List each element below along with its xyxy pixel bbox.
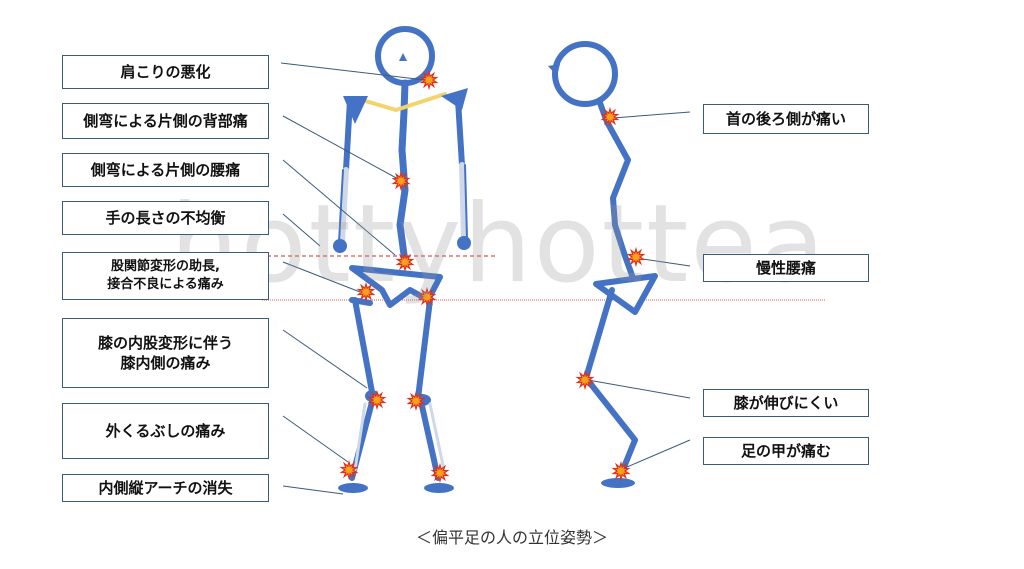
label-arch-loss: 内側縦アーチの消失 (62, 474, 269, 502)
label-ankle-pain: 外くるぶしの痛み (62, 403, 269, 459)
leader-chronic-back-pain (635, 257, 691, 267)
leader-ankle-pain (282, 415, 349, 463)
front-left-forearm (339, 167, 349, 245)
left-knee-pain-marker (367, 389, 387, 411)
side-instep-pain-marker (611, 460, 631, 482)
side-shin (583, 375, 638, 475)
front-left-foot (338, 483, 368, 493)
front-left-shin-inner (353, 402, 367, 472)
front-left-hand (333, 239, 347, 253)
label-scoliosis-lumbar-pain: 側弯による片側の腰痛 (62, 153, 269, 187)
front-pelvis (349, 265, 443, 308)
leader-shoulder-stiffness (280, 62, 426, 81)
front-right-shin-inner (428, 402, 446, 472)
leader-scoliosis-back-pain (282, 115, 401, 181)
leader-neck-back-pain (612, 111, 691, 119)
neck-pain-marker (600, 106, 620, 128)
side-figure (548, 41, 658, 488)
leader-lines (280, 62, 691, 495)
front-right-foot (424, 483, 454, 493)
side-nose (548, 64, 560, 76)
front-right-shoulder-blade (441, 88, 468, 110)
front-left-forearm-edge (338, 169, 344, 243)
leader-instep-pain (619, 439, 691, 471)
front-right-thigh (415, 297, 433, 401)
side-head (552, 41, 618, 107)
front-head (375, 26, 435, 86)
side-spine (597, 100, 636, 281)
front-right-forearm-edge (464, 164, 468, 239)
upper-back-pain-marker (391, 170, 411, 192)
side-thigh (583, 287, 615, 381)
label-shoulder-stiffness: 肩こりの悪化 (62, 55, 269, 89)
pain-markers (339, 69, 646, 484)
label-scoliosis-back-pain: 側弯による片側の背部痛 (62, 103, 269, 139)
side-lumbar-pain-marker (626, 246, 646, 268)
left-hip-pain-marker (356, 281, 376, 303)
front-left-thigh-bar (349, 297, 373, 306)
label-instep-pain: 足の甲が痛む (703, 437, 869, 465)
label-arm-length-imbalance: 手の長さの不均衡 (62, 201, 269, 235)
front-right-forearm (459, 162, 467, 241)
label-neck-back-pain: 首の後ろ側が痛い (703, 104, 869, 134)
front-right-upper-arm (455, 97, 465, 168)
front-shoulder-line (360, 92, 447, 112)
label-chronic-back-pain: 慢性腰痛 (703, 254, 869, 282)
leader-knee-medial-pain (282, 329, 368, 389)
front-nose-mark (399, 53, 407, 61)
front-left-upper-arm (343, 97, 353, 173)
leader-hip-deformity (282, 261, 361, 293)
side-pelvis (593, 273, 658, 315)
left-ankle-pain-marker (339, 459, 359, 481)
label-hip-deformity: 股関節変形の助長, 接合不良による痛み (62, 252, 269, 300)
shoulder-pain-marker (419, 69, 439, 91)
front-left-thigh-upper (352, 297, 375, 395)
front-right-hand (457, 236, 471, 250)
leader-arch-loss (282, 485, 344, 495)
label-knee-extension: 膝が伸びにくい (703, 389, 869, 417)
leader-scoliosis-lumbar-pain (282, 159, 396, 256)
side-foot (601, 478, 635, 488)
figure-caption: ＜偏平足の人の立位姿勢＞ (415, 528, 608, 547)
right-ankle-pain-marker (430, 462, 450, 484)
leader-knee-extension (587, 379, 691, 399)
side-knee-pain-marker (575, 369, 595, 391)
label-knee-medial-pain: 膝の内股変形に伴う 膝内側の痛み (62, 318, 269, 388)
right-hip-pain-marker (417, 286, 437, 308)
lower-back-pain-marker (395, 251, 415, 273)
right-knee-pain-marker (406, 390, 426, 412)
leader-arm-length-imbalance (282, 213, 321, 247)
